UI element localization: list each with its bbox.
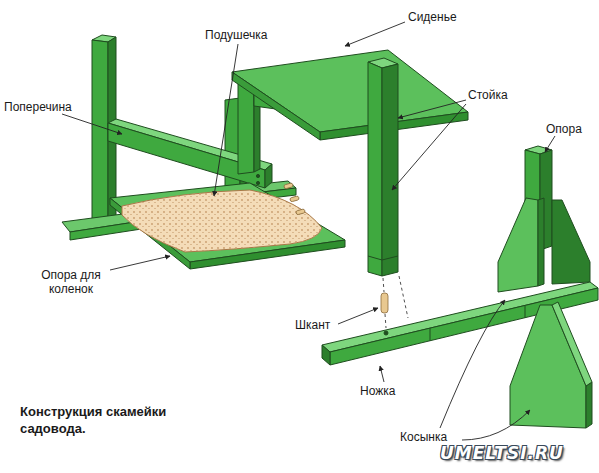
leader-line	[214, 44, 238, 196]
leader-line	[338, 308, 378, 324]
post-joint	[368, 256, 382, 260]
dowel-hole	[384, 331, 388, 335]
leg-joint	[525, 306, 526, 318]
part-label: Ножка	[360, 384, 395, 398]
dowels	[284, 183, 306, 215]
leader-line	[440, 300, 505, 428]
leader-line	[545, 136, 555, 152]
post-side	[382, 64, 398, 276]
leg-end	[322, 345, 330, 365]
gusset	[498, 198, 538, 292]
gusset-edge	[538, 198, 544, 286]
leader-line	[392, 104, 466, 190]
assembly-line	[383, 278, 384, 292]
gusset	[510, 305, 586, 428]
gusset-edge	[586, 382, 592, 428]
leader-line	[345, 22, 405, 46]
gusset	[552, 200, 590, 284]
leader-line	[110, 256, 170, 270]
dowel-hole	[256, 181, 259, 184]
seat-assembly	[232, 50, 468, 276]
dowel	[290, 196, 300, 202]
part-label: Стойка	[468, 88, 508, 102]
part-label: Косынка	[400, 430, 447, 444]
part-label: Опора для коленок	[30, 268, 112, 297]
part-label: Подушечка	[205, 28, 267, 42]
cushion	[122, 190, 322, 252]
post	[368, 62, 382, 276]
post-joint	[382, 256, 398, 260]
crossbar-end	[265, 164, 272, 188]
leader-line	[462, 410, 530, 440]
gusset-top	[552, 302, 592, 386]
side-support	[322, 146, 598, 428]
dowel	[381, 293, 388, 313]
cushion-texture	[122, 190, 322, 252]
seat-side	[232, 72, 320, 140]
leader-line	[62, 114, 122, 134]
dowel	[284, 183, 294, 189]
part-label: Поперечина	[4, 100, 72, 114]
assembly-line	[399, 276, 408, 318]
dowel-hole	[256, 174, 259, 177]
watermark: UMELTSI.RU	[440, 443, 564, 463]
part-label: Сиденье	[408, 10, 457, 24]
leader-line	[380, 366, 384, 382]
leg-joint	[430, 328, 431, 341]
leaders	[62, 22, 555, 440]
upright	[92, 40, 108, 228]
dowel	[296, 209, 306, 215]
caption: Конструкция скамейки садовода.	[20, 404, 170, 438]
assembly-line	[385, 314, 386, 328]
part-label: Опора	[546, 122, 582, 136]
part-label: Шкант	[295, 318, 330, 332]
